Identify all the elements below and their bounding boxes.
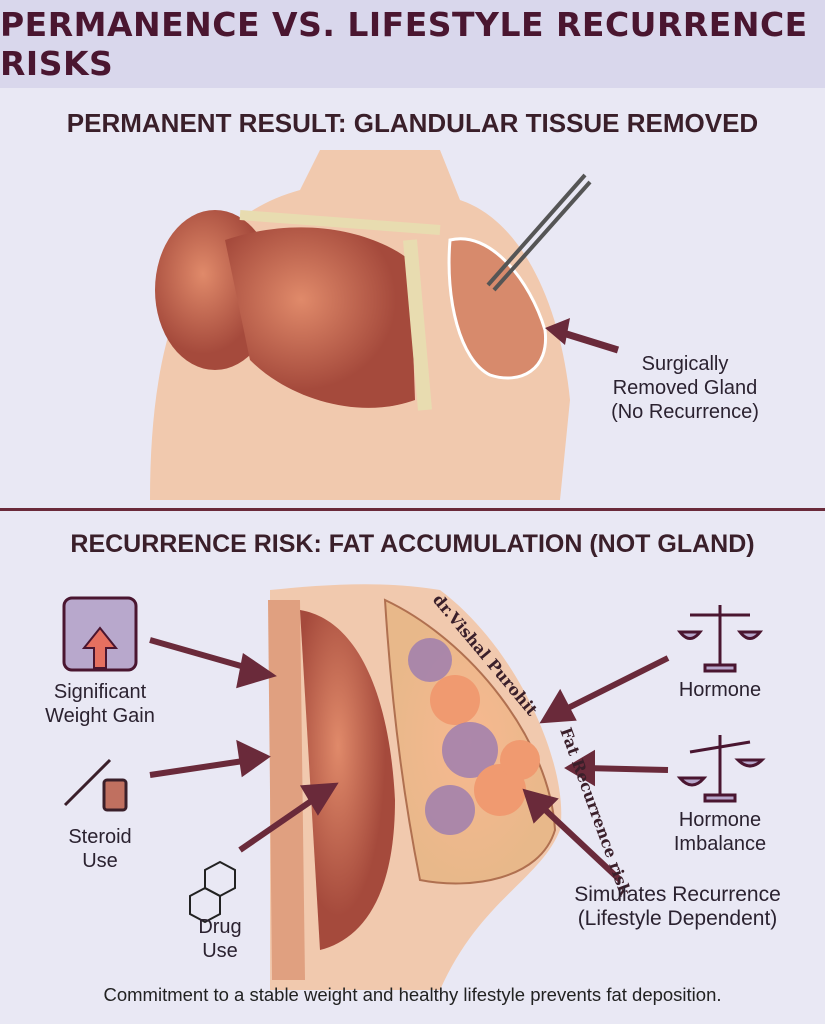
side-muscle bbox=[300, 610, 395, 950]
page-title: PERMANENCE VS. LIFESTYLE RECURRENCE RISK… bbox=[0, 5, 808, 83]
title-bar: PERMANENCE VS. LIFESTYLE RECURRENCE RISK… bbox=[0, 0, 825, 88]
risk-arrows bbox=[149, 637, 670, 883]
curved-text: Fat Recurrence risk bbox=[556, 725, 635, 899]
section-heading-recurrence: RECURRENCE RISK: FAT ACCUMULATION (NOT G… bbox=[70, 530, 755, 558]
fat-lobules bbox=[408, 638, 540, 835]
forceps-icon bbox=[486, 173, 592, 292]
arrow-to-gland bbox=[558, 328, 620, 354]
unbalanced-scale-icon bbox=[676, 735, 766, 803]
syringe-vial-icon bbox=[63, 758, 128, 812]
section-heading-permanent: PERMANENT RESULT: GLANDULAR TISSUE REMOV… bbox=[66, 108, 759, 138]
weighing-scale-up-arrow-icon bbox=[62, 596, 138, 672]
sternum bbox=[403, 239, 432, 411]
pectoral-muscle bbox=[225, 227, 415, 408]
simulates-recurrence-label: Simulates Recurrence(Lifestyle Dependent… bbox=[574, 883, 781, 930]
removed-gland bbox=[447, 237, 548, 380]
clavicle bbox=[239, 210, 441, 235]
hormone-label: Hormone bbox=[678, 679, 762, 701]
rib-column bbox=[268, 600, 305, 980]
section-divider bbox=[0, 508, 825, 511]
molecule-icon bbox=[189, 860, 236, 924]
footer-note: Commitment to a stable weight and health… bbox=[103, 984, 722, 1005]
balance-scale-icon bbox=[676, 605, 764, 673]
